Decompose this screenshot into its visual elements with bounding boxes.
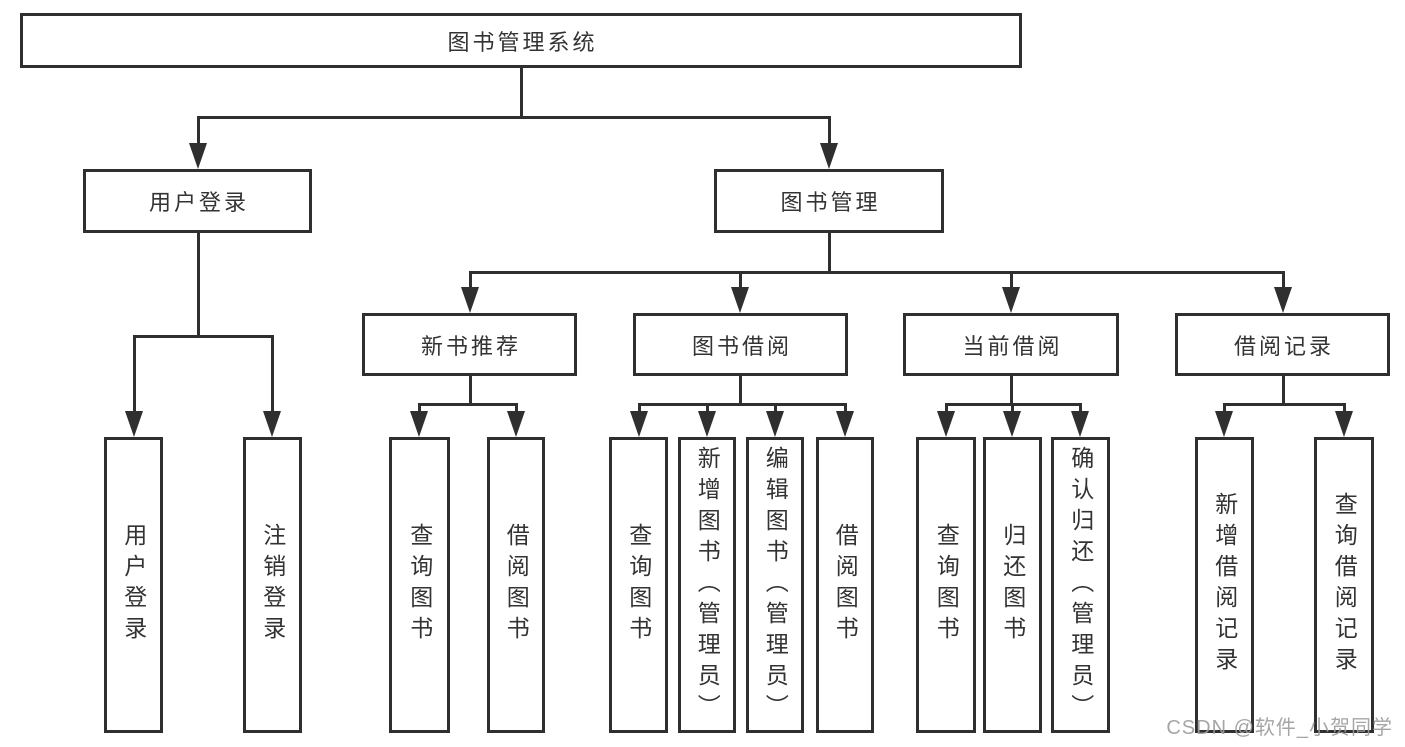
connector-root-rail bbox=[197, 116, 831, 119]
node-book-management: 图书管理 bbox=[714, 169, 944, 233]
node-book-borrow: 图书借阅 bbox=[633, 313, 848, 376]
connector-stem bbox=[271, 335, 274, 412]
connector-stem bbox=[469, 376, 472, 406]
node-user-login-leaf: 用户登录 bbox=[104, 437, 163, 733]
connector-stem bbox=[945, 403, 948, 413]
connector-stem bbox=[739, 271, 742, 288]
connector-stem bbox=[1079, 403, 1082, 413]
connector-stem bbox=[1282, 271, 1285, 288]
leaf-label: 用户登录 bbox=[120, 523, 147, 647]
node-confirm-return-admin: 确认归还（管理员） bbox=[1051, 437, 1110, 733]
arrow-down-icon bbox=[1003, 411, 1021, 437]
arrow-down-icon bbox=[507, 411, 525, 437]
node-user-login: 用户登录 bbox=[83, 169, 312, 233]
leaf-label: 借阅图书 bbox=[832, 523, 859, 647]
leaf-label: 借阅图书 bbox=[503, 523, 530, 647]
connector-stem bbox=[706, 403, 709, 413]
leaf-label: 查询借阅记录 bbox=[1331, 492, 1358, 678]
node-query-book-recommend: 查询图书 bbox=[389, 437, 450, 733]
node-query-book-current: 查询图书 bbox=[916, 437, 976, 733]
connector-stem bbox=[638, 403, 641, 413]
connector-rail bbox=[1223, 403, 1345, 406]
node-borrow-book-recommend: 借阅图书 bbox=[487, 437, 545, 733]
connector-stem bbox=[515, 403, 518, 413]
leaf-label: 编辑图书（管理员） bbox=[762, 445, 789, 725]
leaf-label: 归还图书 bbox=[999, 523, 1026, 647]
connector-stem bbox=[774, 403, 777, 413]
connector-stem bbox=[1343, 403, 1346, 413]
leaf-label: 确认归还（管理员） bbox=[1067, 445, 1094, 725]
connector-stem bbox=[828, 232, 831, 274]
connector-stem bbox=[469, 271, 472, 288]
arrow-down-icon bbox=[189, 143, 207, 169]
node-borrow-records: 借阅记录 bbox=[1175, 313, 1390, 376]
arrow-down-icon bbox=[263, 411, 281, 437]
connector-rail bbox=[638, 403, 846, 406]
node-add-borrow-record: 新增借阅记录 bbox=[1195, 437, 1254, 733]
connector-rail bbox=[469, 271, 1285, 274]
arrow-down-icon bbox=[1215, 411, 1233, 437]
arrow-down-icon bbox=[630, 411, 648, 437]
node-edit-book-admin: 编辑图书（管理员） bbox=[746, 437, 804, 733]
leaf-label: 新增图书（管理员） bbox=[694, 445, 721, 725]
connector-stem bbox=[418, 403, 421, 413]
arrow-down-icon bbox=[125, 411, 143, 437]
connector-stem bbox=[197, 116, 200, 144]
connector-stem bbox=[828, 116, 831, 144]
arrow-down-icon bbox=[410, 411, 428, 437]
arrow-down-icon bbox=[766, 411, 784, 437]
connector-stem bbox=[1011, 403, 1014, 413]
leaf-label: 新增借阅记录 bbox=[1211, 492, 1238, 678]
arrow-down-icon bbox=[1335, 411, 1353, 437]
arrow-down-icon bbox=[698, 411, 716, 437]
connector-stem bbox=[197, 233, 200, 337]
connector-stem bbox=[1223, 403, 1226, 413]
connector-stem bbox=[739, 376, 742, 406]
leaf-label: 注销登录 bbox=[259, 523, 286, 647]
connector-stem bbox=[1010, 376, 1013, 406]
connector-stem bbox=[1010, 271, 1013, 288]
node-return-book: 归还图书 bbox=[983, 437, 1042, 733]
leaf-label: 查询图书 bbox=[933, 523, 960, 647]
node-current-borrow: 当前借阅 bbox=[903, 313, 1119, 376]
connector-stem bbox=[844, 403, 847, 413]
connector-stem bbox=[1282, 376, 1285, 406]
leaf-label: 查询图书 bbox=[625, 523, 652, 647]
arrow-down-icon bbox=[937, 411, 955, 437]
arrow-down-icon bbox=[1002, 287, 1020, 313]
connector-stem bbox=[133, 335, 136, 412]
node-new-book-recommend: 新书推荐 bbox=[362, 313, 577, 376]
node-query-borrow-record: 查询借阅记录 bbox=[1314, 437, 1374, 733]
arrow-down-icon bbox=[1071, 411, 1089, 437]
arrow-down-icon bbox=[836, 411, 854, 437]
node-add-book-admin: 新增图书（管理员） bbox=[678, 437, 736, 733]
connector-rail bbox=[133, 335, 274, 338]
node-query-book-borrow: 查询图书 bbox=[609, 437, 668, 733]
node-borrow-book: 借阅图书 bbox=[816, 437, 874, 733]
connector-rail bbox=[418, 403, 518, 406]
node-logout: 注销登录 bbox=[243, 437, 302, 733]
arrow-down-icon bbox=[731, 287, 749, 313]
arrow-down-icon bbox=[1274, 287, 1292, 313]
node-library-system: 图书管理系统 bbox=[20, 13, 1022, 68]
csdn-watermark: CSDN @软件_小贺同学 bbox=[1166, 717, 1393, 739]
connector-root-stem bbox=[520, 68, 523, 118]
arrow-down-icon bbox=[820, 143, 838, 169]
leaf-label: 查询图书 bbox=[406, 523, 433, 647]
arrow-down-icon bbox=[461, 287, 479, 313]
